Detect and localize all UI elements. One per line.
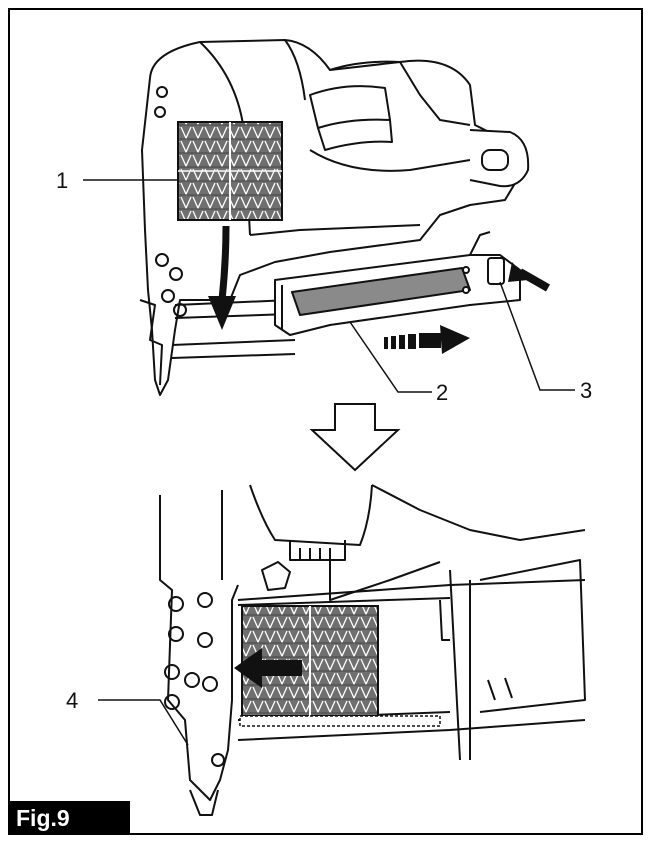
callout-3: 3: [580, 378, 593, 403]
magazine: [274, 231, 521, 336]
bottom-nailer-body: [159, 484, 586, 816]
arrow-slide-right: [384, 325, 470, 354]
leader-line-4: [98, 699, 189, 746]
figure-label: Fig.9: [8, 801, 130, 835]
arrow-push-latch: [508, 262, 550, 292]
transition-arrow: [309, 403, 401, 472]
callout-2: 2: [436, 380, 449, 405]
staple-strip-top: [177, 121, 283, 221]
arrow-insert-down: [208, 225, 236, 330]
arrow-push-left: [234, 648, 302, 688]
callout-1: 1: [56, 168, 69, 193]
callout-4: 4: [66, 688, 79, 713]
leader-lines-top: [83, 179, 575, 393]
